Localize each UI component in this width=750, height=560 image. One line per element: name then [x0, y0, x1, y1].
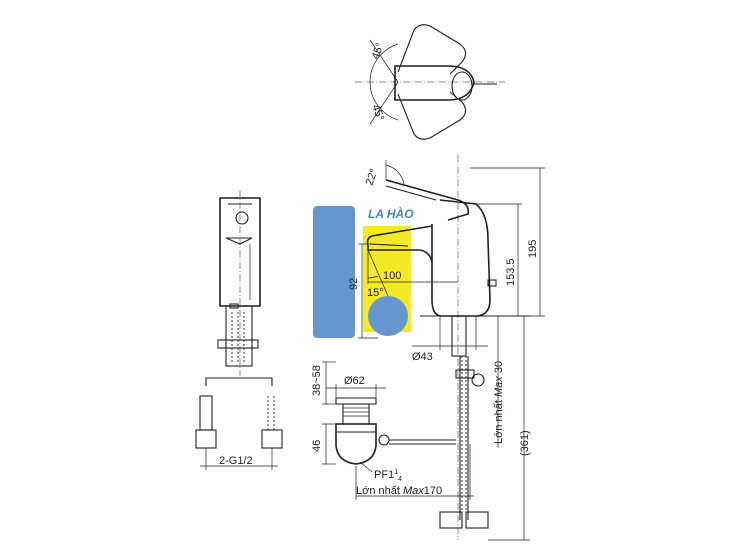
- side-view: 22° 195 153.5 92 100 15° Ø43: [348, 155, 545, 541]
- angle-upper-label: 45°: [370, 41, 387, 61]
- flange-diameter-label: Ø62: [344, 375, 365, 387]
- height-spout-label: 153.5: [505, 258, 517, 286]
- waste-drain: Ø62 38~58 46 PF114 Lớn nhất Max170: [311, 361, 474, 500]
- deck-max-label: Lớn nhất Max 30: [493, 361, 505, 444]
- hose-length-label: (361): [519, 430, 531, 456]
- spout-angle-label: 15°: [367, 287, 384, 299]
- connection-label: 2-G1/2: [219, 455, 253, 467]
- height-total-label: 195: [527, 240, 539, 258]
- top-view: 45° 45°: [355, 24, 505, 140]
- spout-height-label: 92: [348, 278, 360, 290]
- lever-angle-label: 22°: [364, 167, 381, 187]
- range-height-label: 38~58: [311, 365, 323, 396]
- logo-blue-bar: [313, 206, 355, 338]
- front-view: 2-G1/2: [195, 190, 283, 470]
- spout-reach-label: 100: [383, 270, 401, 282]
- logo-brand-text: LA HÀO: [368, 206, 414, 221]
- thread-label: PF114: [374, 469, 402, 483]
- logo-blue-circle: [368, 296, 408, 336]
- angle-lower-label: 45°: [369, 103, 386, 123]
- watermark-logo: LA HÀO: [313, 206, 414, 338]
- body-height-label: 46: [311, 440, 323, 452]
- max-reach-label: Lớn nhất Max170: [356, 485, 442, 497]
- body-diameter-label: Ø43: [412, 351, 433, 363]
